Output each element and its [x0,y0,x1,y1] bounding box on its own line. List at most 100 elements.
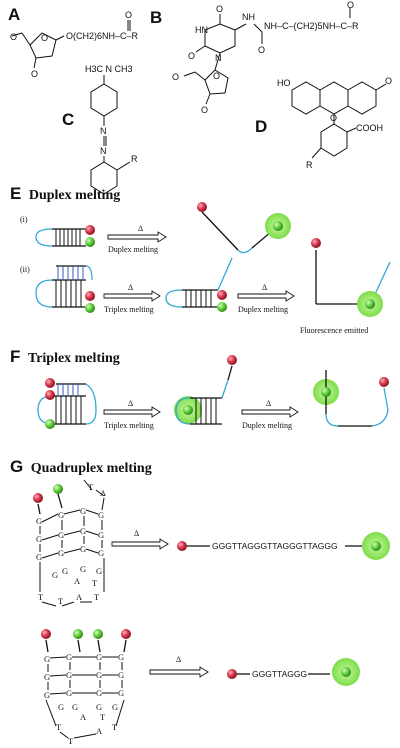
fluorophore-icon [85,237,95,247]
svg-text:A: A [80,712,87,722]
svg-text:O: O [41,33,48,43]
svg-text:G: G [58,510,64,520]
quencher-icon [45,378,55,388]
svg-text:G: G [58,548,64,558]
svg-text:O: O [125,10,132,20]
svg-text:G: G [44,690,50,700]
svg-text:G: G [118,652,124,662]
svg-text:G: G [58,530,64,540]
structure-a: O O O O(CH2)6NH–C–R O [10,10,139,79]
svg-text:O: O [188,51,195,61]
structure-d: O HO O COOH R [277,76,392,170]
hairpin-e-ii [35,265,95,313]
delta-label: Δ [262,283,267,292]
duplex-melting-label: Duplex melting [242,421,292,430]
svg-text:G: G [96,670,102,680]
fluorophore-icon [85,303,95,313]
svg-text:A: A [74,576,81,586]
duplex-f [174,355,237,425]
fluorophore-icon [273,221,283,231]
sequence-1: GGGTTAGGGTTAGGGTTAGGG [212,541,338,551]
quencher-icon [227,355,237,365]
svg-text:G: G [98,530,104,540]
svg-text:A: A [96,726,103,736]
svg-text:G: G [58,702,64,712]
fluorophore-icon [93,629,103,639]
arrow-g-1: Δ [111,529,169,550]
duplex-e-ii [165,257,233,312]
linear-strand-g-2: GGGTTAGGG [227,658,360,686]
svg-text:G: G [66,688,72,698]
section-e-letter: E [10,184,22,203]
fluorescence-emitted-label: Fluorescence emitted [300,326,368,335]
svg-text:G: G [44,672,50,682]
structure-b: O HN O N O O O NH O NH–C–(CH2)5NH–C–R O [172,0,359,115]
svg-text:O: O [258,45,265,55]
fluorophore-icon [341,667,351,677]
section-e-title: E Duplex melting [10,184,120,204]
quencher-icon [41,629,51,639]
svg-text:G: G [80,526,86,536]
duplex-melting-label: Duplex melting [238,305,288,314]
quencher-icon [85,291,95,301]
arrow-f-2: Δ Duplex melting [241,399,299,430]
section-f-text: Triplex melting [27,351,120,366]
svg-text:G: G [80,564,86,574]
fluorophore-icon [371,541,381,551]
e-ii-label: (ii) [20,265,30,274]
svg-text:A: A [100,488,107,498]
svg-text:O: O [347,0,354,10]
panel-c-letter: C [62,110,75,129]
open-strands-f [313,370,389,427]
quencher-icon [379,377,389,387]
svg-text:T: T [94,592,100,602]
azo-r: R [131,154,138,164]
svg-text:O: O [172,72,179,82]
quencher-icon [45,390,55,400]
svg-text:G: G [96,652,102,662]
svg-text:G: G [118,688,124,698]
svg-text:G: G [112,702,118,712]
d-ho: HO [277,78,291,88]
formula-b: NH–C–(CH2)5NH–C–R [264,21,359,31]
formula-a: O(CH2)6NH–C–R [66,31,139,41]
triplex-melting-label: Triplex melting [104,305,154,314]
section-f-letter: F [10,347,21,366]
svg-text:G: G [118,670,124,680]
section-f-title: F Triplex melting [10,347,120,367]
svg-text:N: N [100,126,107,136]
delta-label: Δ [128,399,133,408]
svg-text:O: O [216,4,223,14]
svg-text:T: T [100,712,106,722]
svg-text:G: G [36,552,42,562]
delta-label: Δ [266,399,271,408]
svg-text:G: G [96,688,102,698]
open-strand-e-ii [311,238,391,317]
delta-label: Δ [176,655,181,664]
svg-text:G: G [36,534,42,544]
svg-text:N: N [100,146,107,156]
svg-text:T: T [88,482,94,492]
quencher-icon [33,493,43,503]
svg-text:G: G [66,652,72,662]
svg-text:O: O [201,105,208,115]
arrow-e-ii-1: Δ Triplex melting [103,283,161,314]
quencher-icon [197,202,207,212]
structure-c: H3C N CH3 N N R [85,64,138,195]
quencher-icon [227,669,237,679]
svg-text:T: T [58,596,64,606]
quencher-icon [217,290,227,300]
quencher-icon [85,225,95,235]
svg-text:G: G [62,566,68,576]
triplex-f [37,378,97,429]
delta-label: Δ [134,529,139,538]
svg-text:G: G [98,510,104,520]
svg-text:T: T [38,592,44,602]
fluorophore-icon [321,387,331,397]
svg-text:T: T [68,736,74,746]
svg-text:T: T [92,578,98,588]
dimethyl-label: H3C N CH3 [85,64,133,74]
d-cooh: COOH [356,123,383,133]
